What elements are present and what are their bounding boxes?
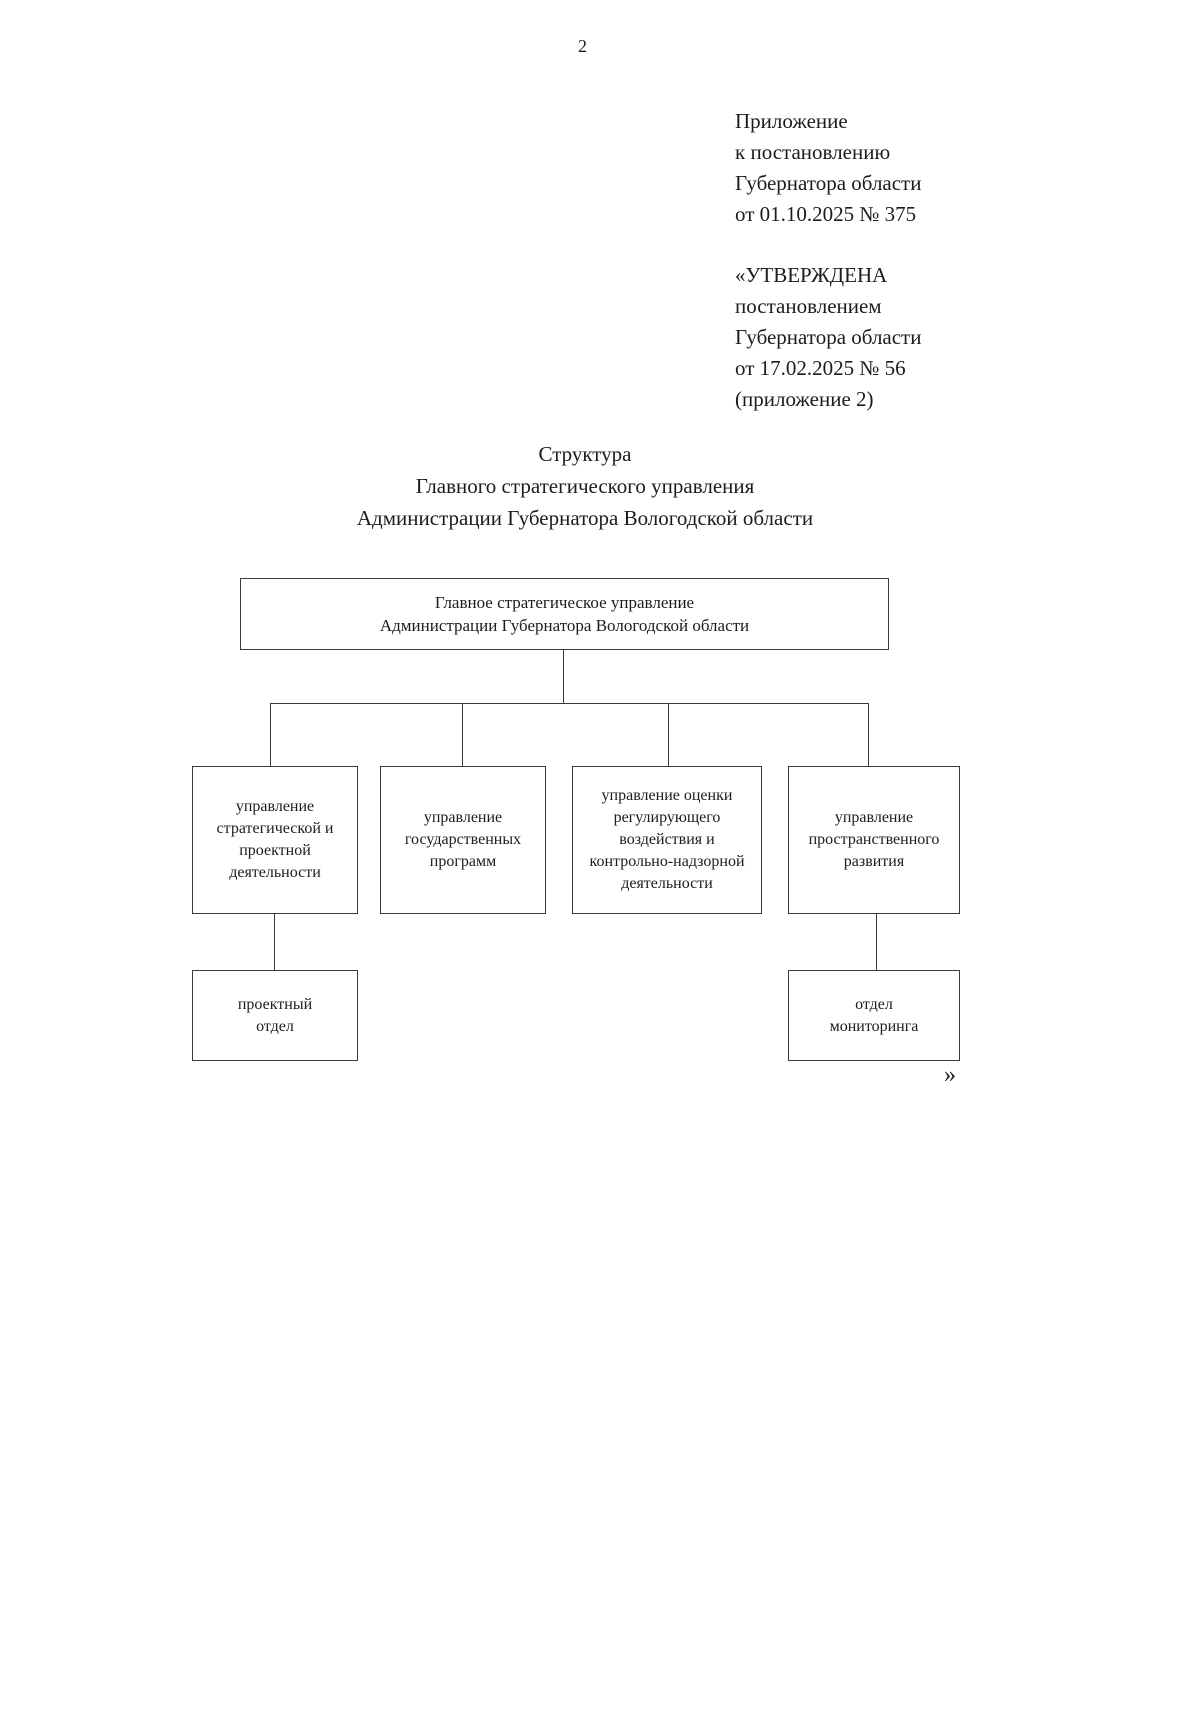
annex-line: от 01.10.2025 № 375 (735, 202, 917, 226)
org-chart-sub-box-monitoring-department: отдел мониторинга (788, 970, 960, 1061)
closing-quote-mark: » (944, 1062, 956, 1088)
org-chart-dept-box-state-programs: управление государственных программ (380, 766, 546, 914)
title-line: Главного стратегического управления (415, 474, 755, 498)
approval-line: от 17.02.2025 № 56 (735, 356, 906, 380)
connector-drop-dept4 (868, 703, 869, 767)
approval-line: постановлением (735, 294, 882, 318)
sub-box-line: отдел (256, 1017, 294, 1035)
org-chart-dept-box-spatial-development: управление пространственного развития (788, 766, 960, 914)
title-line: Администрации Губернатора Вологодской об… (356, 506, 814, 530)
sub-box-line: отдел (855, 995, 893, 1013)
connector-drop-dept3 (668, 703, 669, 767)
connector-drop-dept2 (462, 703, 463, 767)
annex-line: Губернатора области (735, 171, 922, 195)
annex-line: Приложение (735, 109, 848, 133)
connector-horizontal-rail (270, 703, 869, 704)
org-chart-dept-box-strategic-project: управление стратегической и проектной де… (192, 766, 358, 914)
approval-reference-block: «УТВЕРЖДЕНА постановлением Губернатора о… (735, 260, 921, 415)
connector-root-stem (563, 649, 564, 704)
connector-drop-sub1 (274, 913, 275, 971)
annex-reference-block: Приложение к постановлению Губернатора о… (735, 106, 921, 230)
connector-drop-sub2 (876, 913, 877, 971)
approval-line: Губернатора области (735, 325, 922, 349)
org-chart-dept-box-regulatory-impact: управление оценки регулирующего воздейст… (572, 766, 762, 914)
connector-drop-dept1 (270, 703, 271, 767)
org-chart-root-box: Главное стратегическое управление Админи… (240, 578, 889, 650)
sub-box-line: мониторинга (829, 1017, 919, 1035)
approval-line: «УТВЕРЖДЕНА (735, 263, 888, 287)
sub-box-line: проектный (237, 995, 313, 1013)
title-line: Структура (538, 442, 632, 466)
root-box-line: Главное стратегическое управление (434, 593, 695, 612)
org-chart: Главное стратегическое управление Админи… (192, 578, 960, 1088)
page-number: 2 (578, 36, 587, 56)
document-title: Структура Главного стратегического управ… (0, 438, 1170, 534)
org-chart-sub-box-project-department: проектный отдел (192, 970, 358, 1061)
root-box-line: Администрации Губернатора Вологодской об… (379, 616, 750, 635)
annex-line: к постановлению (735, 140, 891, 164)
approval-line: (приложение 2) (735, 387, 874, 411)
